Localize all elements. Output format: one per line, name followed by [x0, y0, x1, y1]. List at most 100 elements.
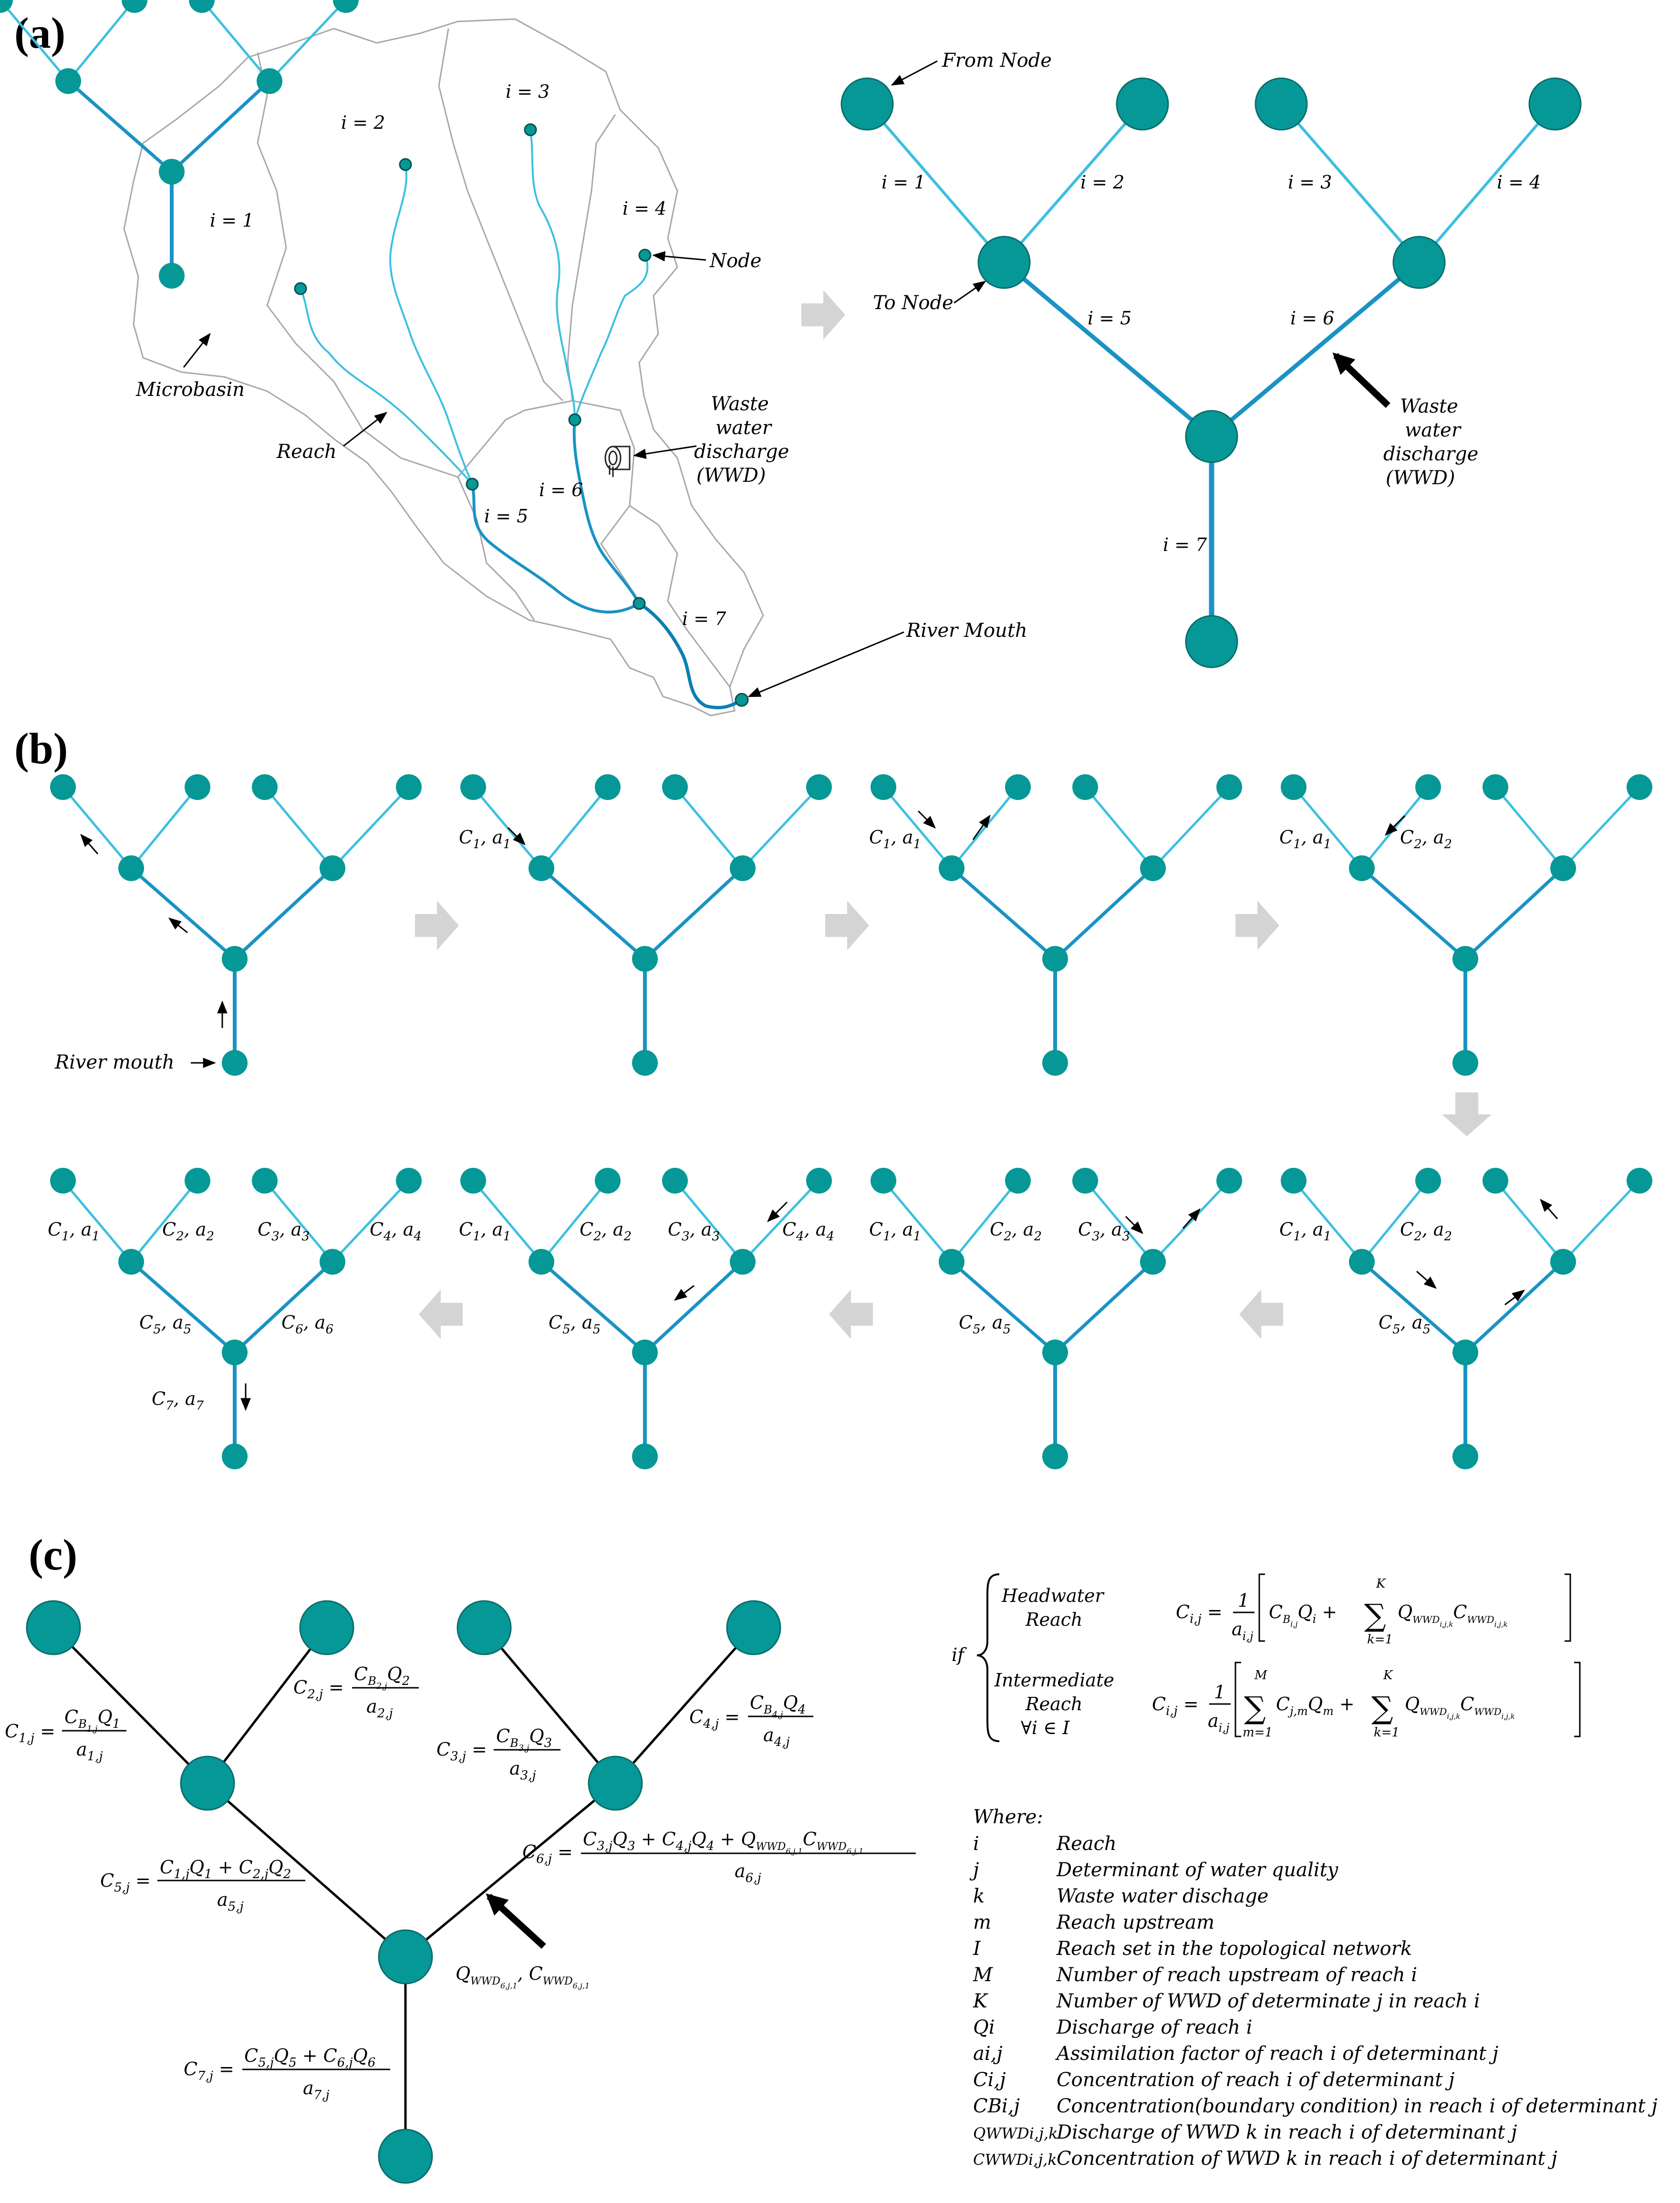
microbasin-label: Microbasin	[135, 379, 245, 401]
ca-labels: C1, a1 C1, a1 C1, a1 C2, a2 C1, a1 C2, a…	[48, 827, 1452, 1413]
map-node	[638, 249, 652, 262]
legend-title: Where:	[973, 1806, 1043, 1828]
svg-text:a3,j: a3,j	[509, 1758, 536, 1783]
legend-sym: ai,j	[973, 2043, 1003, 2065]
basin-label-i7: i = 7	[682, 608, 726, 629]
svg-text:m=1: m=1	[1243, 1725, 1273, 1740]
map-nodes	[294, 123, 749, 707]
eq-node	[180, 1756, 235, 1811]
svg-text:QWWDi,j,kCWWDi,j,k: QWWDi,j,kCWWDi,j,k	[1398, 1601, 1508, 1629]
ca-label: C1, a1	[459, 827, 511, 852]
wwd-label-l1: Waste	[711, 393, 769, 415]
svg-text:C4,j =: C4,j =	[689, 1706, 740, 1731]
basin-divide-1	[257, 52, 458, 478]
svg-text:C6,j =: C6,j =	[522, 1841, 573, 1866]
legend-sym: CWWDi,j,k	[973, 2151, 1057, 2169]
equation-nodes	[26, 1600, 781, 2184]
map-node	[735, 693, 749, 707]
general-formula: if Headwater Reach Intermediate Reach ∀i…	[952, 1573, 1581, 1742]
legend-sym: M	[973, 1964, 993, 1986]
topology-nodes	[840, 77, 1582, 668]
legend-desc: Discharge of WWD k in reach i of determi…	[1056, 2121, 1517, 2143]
ca-label: C1, a1	[48, 1219, 100, 1244]
svg-text:QWWD6,j,1, CWWD6,j,1: QWWD6,j,1, CWWD6,j,1	[456, 1963, 590, 1990]
basin-label-i3: i = 3	[506, 81, 550, 102]
step-arrow-left	[419, 1289, 463, 1339]
basin-divide-4	[457, 400, 731, 687]
stream-reach-2	[389, 164, 473, 485]
net-node	[1185, 615, 1238, 668]
node-label: Node	[709, 250, 761, 272]
basin-divide-3	[567, 114, 616, 401]
map-node	[568, 413, 581, 426]
ca-label: C2, a2	[990, 1219, 1042, 1244]
legend-sym: CBi,j	[973, 2095, 1020, 2117]
eq-node	[299, 1600, 354, 1655]
basin-label-i2: i = 2	[341, 112, 385, 133]
river-network-map	[300, 129, 744, 709]
step-5-network	[1281, 1168, 1652, 1469]
ca-label: C7, a7	[152, 1388, 204, 1413]
net-node	[1255, 77, 1308, 131]
net-node	[1392, 236, 1446, 289]
legend-sym: Qi	[973, 2016, 995, 2038]
net-node	[840, 77, 894, 131]
svg-text:CB2,jQ2: CB2,jQ2	[354, 1663, 410, 1691]
wwd-label-l3: discharge	[694, 441, 789, 463]
basin-divide-2	[438, 28, 564, 402]
ca-label: C4, a4	[370, 1219, 422, 1244]
ca-label: C2, a2	[1400, 1219, 1452, 1244]
ca-label: C3, a3	[1078, 1219, 1130, 1244]
ca-label: C5, a5	[139, 1312, 191, 1337]
svg-text:Ci,j =: Ci,j =	[1152, 1694, 1199, 1718]
formula-headwater-2: Reach	[1025, 1609, 1083, 1630]
legend-desc: Assimilation factor of reach i of determ…	[1055, 2043, 1498, 2065]
ca-label: C5, a5	[1379, 1312, 1431, 1337]
wwd-pipe-icon	[604, 446, 631, 477]
legend-desc: Waste water dischage	[1057, 1885, 1268, 1907]
legend-desc: Reach upstream	[1056, 1912, 1214, 1933]
net-node	[1528, 77, 1582, 131]
legend-sym: I	[973, 1938, 981, 1960]
legend-sym: K	[973, 1990, 988, 2012]
eq-node	[456, 1600, 512, 1655]
legend-desc: Concentration(boundary condition) in rea…	[1057, 2095, 1658, 2117]
svg-text:a2,j: a2,j	[366, 1696, 393, 1721]
net-wwd-arrow	[1332, 352, 1390, 408]
legend-sym: i	[973, 1833, 979, 1855]
net-label-i7: i = 7	[1163, 534, 1207, 555]
svg-text:a1,j: a1,j	[76, 1739, 103, 1764]
net-wwd-l2: water	[1405, 419, 1462, 441]
map-annotation-arrows	[183, 251, 904, 697]
net-label-i4: i = 4	[1497, 172, 1541, 193]
svg-text:CB3,jQ3: CB3,jQ3	[496, 1725, 552, 1753]
ca-label: C1, a1	[869, 827, 921, 852]
wwd-label-l2: water	[716, 417, 773, 439]
stream-reach-6	[572, 418, 641, 605]
ca-label: C3, a3	[258, 1219, 310, 1244]
formula-intermediate-2: Reach	[1025, 1694, 1083, 1715]
svg-text:∑: ∑	[1364, 1598, 1386, 1633]
ca-label: C1, a1	[869, 1219, 921, 1244]
river-mouth-label: River Mouth	[906, 620, 1027, 642]
legend-desc: Reach	[1056, 1833, 1117, 1855]
legend-desc: Reach set in the topological network	[1056, 1938, 1412, 1960]
stream-reach-3	[529, 129, 576, 421]
reach-label: Reach	[276, 441, 337, 463]
net-wwd-l3: discharge	[1383, 443, 1478, 465]
ca-label: C2, a2	[1400, 827, 1452, 852]
stream-reach-4	[574, 254, 649, 421]
basin-label-i6: i = 6	[539, 479, 583, 500]
basin-label-i5: i = 5	[484, 506, 528, 527]
svg-text:a6,j: a6,j	[735, 1860, 761, 1885]
svg-text:C2,j =: C2,j =	[293, 1677, 344, 1702]
legend-desc: Number of WWD of determinate j in reach …	[1056, 1990, 1480, 2012]
svg-text:K: K	[1383, 1668, 1393, 1683]
to-node-label: To Node	[873, 292, 954, 314]
ca-label: C1, a1	[1279, 1219, 1331, 1244]
legend-sym: j	[969, 1859, 979, 1881]
symbol-legend: Where: i Reach j Determinant of water qu…	[969, 1806, 1658, 2170]
flow-arrows	[80, 810, 1558, 1411]
svg-text:k=1: k=1	[1367, 1632, 1393, 1647]
svg-text:ai,j: ai,j	[1232, 1619, 1254, 1643]
